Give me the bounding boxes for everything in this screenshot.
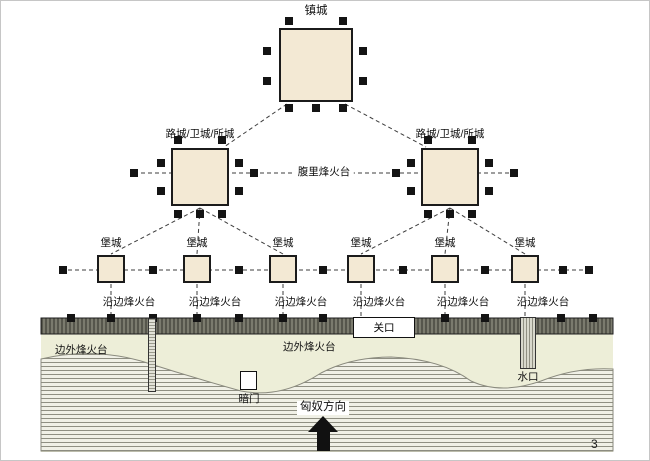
yanbian-beacon-label: 沿边烽火台 [516, 296, 570, 308]
beacon-tower-marker [196, 210, 204, 218]
anmen-secret-gate [240, 371, 257, 390]
wall-beacon-tower [67, 314, 75, 322]
shuikou-label: 水口 [517, 371, 539, 383]
beacon-tower-marker [468, 136, 476, 144]
beacon-tower-marker [235, 187, 243, 195]
beacon-tower-marker [319, 266, 327, 274]
guankou-pass-gate: 关口 [353, 317, 415, 338]
beacon-tower-marker [285, 104, 293, 112]
wall-beacon-tower [193, 314, 201, 322]
baocheng-label: 堡城 [350, 237, 372, 249]
guankou-label: 关口 [373, 322, 395, 334]
beacon-tower-marker [485, 159, 493, 167]
beacon-tower-marker [510, 169, 518, 177]
beacon-tower-marker [235, 159, 243, 167]
baocheng-fort [347, 255, 375, 283]
baocheng-fort [431, 255, 459, 283]
beacon-tower-marker [130, 169, 138, 177]
baocheng-label: 堡城 [272, 237, 294, 249]
wall-beacon-tower [279, 314, 287, 322]
baocheng-label: 堡城 [186, 237, 208, 249]
direction-arrow-stem [317, 431, 330, 451]
beacon-tower-marker [359, 77, 367, 85]
baocheng-fort [269, 255, 297, 283]
beacon-tower-marker [250, 169, 258, 177]
great-wall-band [40, 317, 614, 335]
beacon-tower-marker [285, 17, 293, 25]
lucheng-right-label: 路城/卫城/所城 [415, 128, 485, 140]
lucheng-right-city [421, 148, 479, 206]
beacon-tower-marker [149, 266, 157, 274]
baocheng-fort [511, 255, 539, 283]
beacon-tower-marker [312, 104, 320, 112]
beacon-tower-marker [157, 159, 165, 167]
enemy-direction-label: 匈奴方向 [297, 401, 349, 415]
wall-beacon-tower [557, 314, 565, 322]
yanbian-beacon-label: 沿边烽火台 [188, 296, 242, 308]
zhencheng-label: 镇城 [304, 5, 328, 17]
beacon-tower-marker [585, 266, 593, 274]
baocheng-fort [183, 255, 211, 283]
beacon-tower-marker [407, 187, 415, 195]
beacon-tower-marker [424, 210, 432, 218]
beacon-tower-marker [399, 266, 407, 274]
bianwai-beacon-center-label: 边外烽火台 [283, 341, 336, 353]
zhencheng-city [279, 28, 353, 102]
beacon-tower-marker [218, 136, 226, 144]
beacon-tower-marker [174, 136, 182, 144]
anmen-label: 暗门 [238, 393, 260, 405]
beacon-tower-marker [407, 159, 415, 167]
fuli-beacon-label: 腹里烽火台 [294, 166, 354, 179]
wall-beacon-tower [107, 314, 115, 322]
shuikou-water-gate [520, 317, 536, 369]
dashed-connection-lines [61, 103, 591, 318]
beacon-tower-marker [468, 210, 476, 218]
yanbian-beacon-label: 沿边烽火台 [436, 296, 490, 308]
beacon-tower-marker [339, 17, 347, 25]
beacon-tower-marker [174, 210, 182, 218]
wall-beacon-tower [235, 314, 243, 322]
wall-beacon-tower [319, 314, 327, 322]
yanbian-beacon-label: 沿边烽火台 [274, 296, 328, 308]
beacon-tower-marker [446, 210, 454, 218]
lucheng-left-label: 路城/卫城/所城 [165, 128, 235, 140]
beacon-tower-marker [218, 210, 226, 218]
beacon-tower-marker [263, 47, 271, 55]
beacon-tower-marker [485, 187, 493, 195]
beacon-tower-marker [59, 266, 67, 274]
bianwai-beacon-left-label: 边外烽火台 [55, 344, 108, 356]
beacon-tower-marker [339, 104, 347, 112]
wall-beacon-tower [441, 314, 449, 322]
baocheng-label: 堡城 [514, 237, 536, 249]
beacon-tower-marker [235, 266, 243, 274]
beacon-tower-marker [481, 266, 489, 274]
beacon-tower-marker [392, 169, 400, 177]
wall-beacon-tower [481, 314, 489, 322]
yanbian-beacon-label: 沿边烽火台 [102, 296, 156, 308]
baocheng-label: 堡城 [100, 237, 122, 249]
direction-arrow-icon [308, 416, 338, 432]
beacon-tower-marker [359, 47, 367, 55]
wall-beacon-tower [589, 314, 597, 322]
beacon-tower-marker [424, 136, 432, 144]
lucheng-left-city [171, 148, 229, 206]
beacon-tower-marker [559, 266, 567, 274]
baocheng-label: 堡城 [434, 237, 456, 249]
beacon-tower-marker [157, 187, 165, 195]
beacon-tower-marker [263, 77, 271, 85]
page-number: 3 [591, 437, 598, 451]
yanbian-beacon-label: 沿边烽火台 [352, 296, 406, 308]
baocheng-fort [97, 255, 125, 283]
wall-passage-structure [148, 318, 156, 392]
